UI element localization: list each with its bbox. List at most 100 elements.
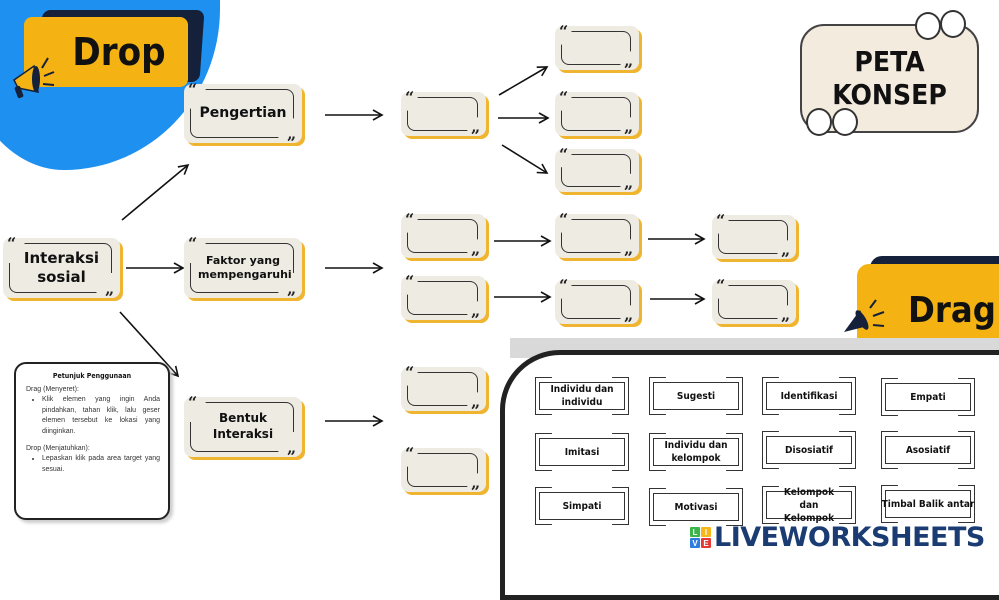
node-pengertian: “ Pengertian ” <box>184 80 302 151</box>
open-quote-icon: “ <box>7 234 17 253</box>
drop-zone[interactable]: “” <box>401 363 486 419</box>
liveworksheets-logo: L I V E LIVEWORKSHEETS <box>690 522 985 553</box>
drop-zone[interactable]: “” <box>555 210 639 266</box>
drag-tile[interactable]: Imitasi <box>535 433 629 471</box>
drop-zone[interactable]: “” <box>401 444 486 500</box>
open-quote-icon: “ <box>405 363 415 382</box>
guide-drag-text: Klik elemen yang ingin Anda pindahkan, t… <box>42 395 160 437</box>
node-pengertian-label: Pengertian <box>199 105 287 122</box>
usage-guide: Petunjuk Penggunaan Drag (Menyeret): Kli… <box>14 362 170 520</box>
logo-text: LIVEWORKSHEETS <box>714 522 985 553</box>
drag-tile-label: Individu dan kelompok <box>664 440 728 464</box>
close-quote-icon: ” <box>470 401 480 420</box>
root-node: “ Interaksi sosial ” <box>3 234 120 306</box>
arrow-root-bentuk <box>119 311 180 378</box>
drag-tile-label: Timbal Balik antar <box>881 498 975 510</box>
node-faktor: “ Faktor yang mempengaruhi ” <box>184 234 302 306</box>
arrow-root-pengertian <box>121 163 190 221</box>
quote-bubble-icon <box>940 10 966 38</box>
drag-tile[interactable]: Individu dan kelompok <box>649 433 743 471</box>
root-node-label: Interaksi sosial <box>23 248 100 287</box>
drop-zone[interactable]: “” <box>712 211 796 267</box>
drag-tile-label: Imitasi <box>564 446 600 458</box>
drag-tile-label: Disosiatif <box>785 444 833 456</box>
drop-zone[interactable]: “” <box>401 272 486 328</box>
drag-tile[interactable]: Disosiatif <box>762 431 856 469</box>
drag-tile-label: Sugesti <box>676 390 716 402</box>
drop-zone[interactable]: “” <box>401 90 486 144</box>
close-quote-icon: ” <box>623 248 633 267</box>
open-quote-icon: “ <box>559 276 569 295</box>
drag-banner-label: Drag <box>908 289 996 331</box>
drop-banner: Drop <box>24 17 188 87</box>
close-quote-icon: ” <box>780 314 790 333</box>
logo-letter-e: E <box>701 538 711 548</box>
open-quote-icon: “ <box>405 444 415 463</box>
megaphone-icon <box>13 57 55 99</box>
open-quote-icon: “ <box>559 145 569 164</box>
title-line1: PETA <box>854 45 925 79</box>
drop-zone[interactable]: “” <box>555 276 639 332</box>
close-quote-icon: ” <box>286 288 296 307</box>
guide-drop-heading: Drop (Menjatuhkan): <box>26 445 90 452</box>
open-quote-icon: “ <box>716 211 726 230</box>
drag-tile[interactable]: Asosiatif <box>881 431 975 469</box>
drag-tile-label: Empati <box>910 391 946 403</box>
drag-banner: Drag <box>857 264 999 342</box>
guide-drag-heading: Drag (Menyeret): <box>26 386 79 393</box>
drag-tile-label: Motivasi <box>674 501 718 513</box>
drop-zone[interactable]: “” <box>712 276 796 332</box>
open-quote-icon: “ <box>188 393 198 412</box>
arrow-p-c <box>501 144 549 174</box>
title-line2: KONSEP <box>832 77 947 111</box>
node-faktor-label: Faktor yang mempengaruhi <box>198 253 292 281</box>
drag-tile[interactable]: Simpati <box>535 487 629 525</box>
drag-tile[interactable]: Motivasi <box>649 488 743 526</box>
node-bentuk-label: Bentuk Interaksi <box>212 411 274 441</box>
close-quote-icon: ” <box>623 60 633 79</box>
drag-tile-label: Individu dan individu <box>550 384 614 408</box>
logo-letter-v: V <box>690 538 700 548</box>
open-quote-icon: “ <box>716 276 726 295</box>
drop-zone[interactable]: “” <box>555 145 639 200</box>
drop-banner-label: Drop <box>72 30 166 74</box>
connector-arrows <box>119 66 706 427</box>
open-quote-icon: “ <box>188 234 198 253</box>
drag-tile-label: Asosiatif <box>905 444 951 456</box>
logo-letter-l: L <box>690 527 700 537</box>
close-quote-icon: ” <box>623 314 633 333</box>
drag-tile-label: Kelompok dan Kelompok <box>783 486 835 524</box>
drop-zone[interactable]: “” <box>555 90 639 144</box>
node-bentuk: “ Bentuk Interaksi ” <box>184 393 302 465</box>
megaphone-icon <box>844 299 885 332</box>
drop-zone[interactable]: “” <box>401 210 486 266</box>
drop-zone[interactable]: “” <box>555 22 639 78</box>
open-quote-icon: “ <box>559 210 569 229</box>
close-quote-icon: ” <box>623 126 633 145</box>
guide-drop-text: Lepaskan klik pada area target yang sesu… <box>42 454 160 475</box>
guide-title: Petunjuk Penggunaan <box>52 372 132 380</box>
drag-tile[interactable]: Identifikasi <box>762 377 856 415</box>
drag-tile[interactable]: Timbal Balik antar <box>881 485 975 523</box>
close-quote-icon: ” <box>780 249 790 268</box>
arrow-p-a <box>498 66 549 96</box>
open-quote-icon: “ <box>405 210 415 229</box>
close-quote-icon: ” <box>470 126 480 145</box>
logo-icon: L I V E <box>690 527 711 548</box>
quote-bubble-icon <box>832 108 858 136</box>
close-quote-icon: ” <box>470 248 480 267</box>
open-quote-icon: “ <box>188 80 198 99</box>
drag-tile[interactable]: Individu dan individu <box>535 377 629 415</box>
drag-tile[interactable]: Sugesti <box>649 377 743 415</box>
open-quote-icon: “ <box>405 272 415 291</box>
drag-tile-label: Identifikasi <box>780 390 838 402</box>
close-quote-icon: ” <box>104 288 114 307</box>
logo-letter-i: I <box>701 527 711 537</box>
close-quote-icon: ” <box>470 310 480 329</box>
close-quote-icon: ” <box>286 133 296 152</box>
drag-tile[interactable]: Empati <box>881 378 975 416</box>
title-card: PETA KONSEP <box>800 24 979 133</box>
open-quote-icon: “ <box>559 22 569 41</box>
drag-tile[interactable]: Kelompok dan Kelompok <box>762 486 856 524</box>
close-quote-icon: ” <box>470 482 480 501</box>
